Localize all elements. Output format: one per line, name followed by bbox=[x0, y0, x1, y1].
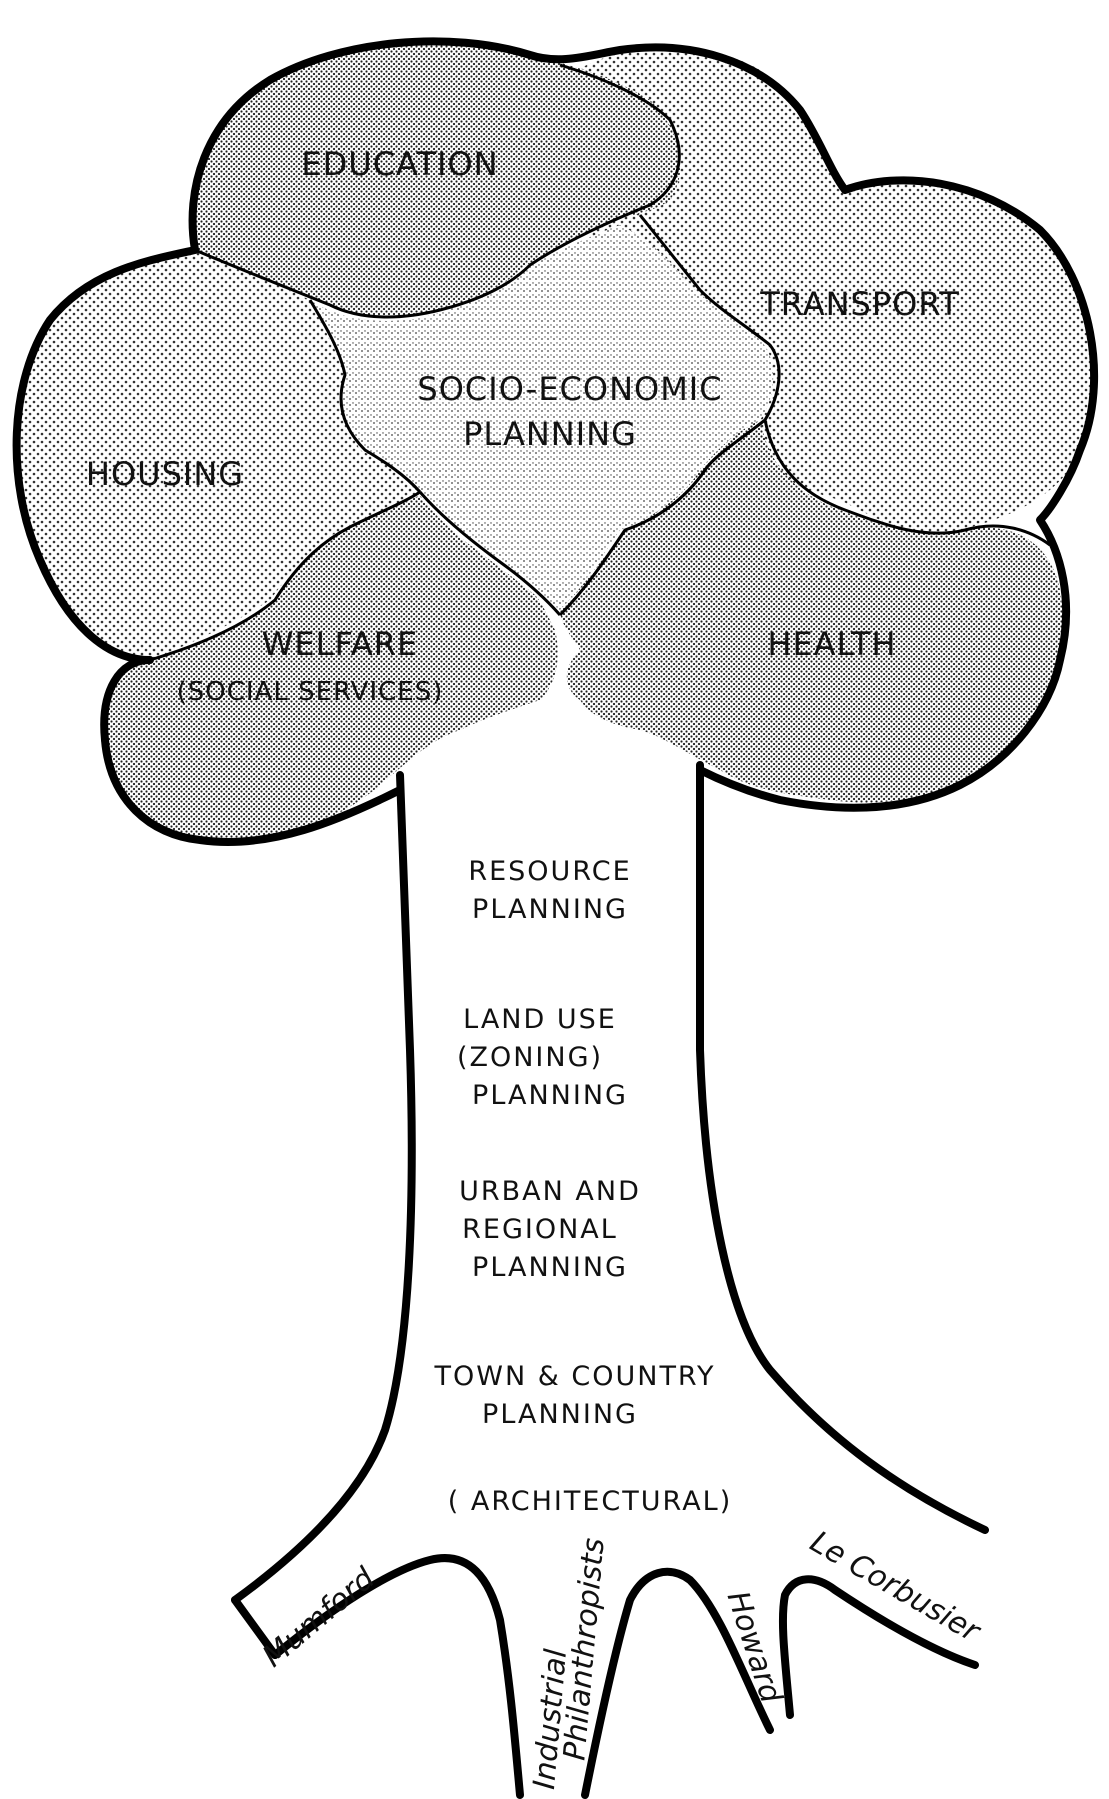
label-housing: HOUSING bbox=[86, 455, 244, 493]
label-health: HEALTH bbox=[767, 625, 896, 663]
label-urban-1: URBAN AND bbox=[459, 1176, 641, 1207]
label-landuse-1: LAND USE bbox=[463, 1004, 617, 1035]
canopy-region-health bbox=[560, 420, 1063, 803]
label-philanthropists: Philanthropists bbox=[557, 1537, 611, 1762]
label-landuse-2: (ZONING) bbox=[457, 1042, 603, 1073]
label-welfare-1: WELFARE bbox=[262, 625, 419, 663]
canopy-region-socio-economic bbox=[310, 225, 774, 610]
label-town-1: TOWN & COUNTRY bbox=[434, 1361, 716, 1392]
label-urban-2: REGIONAL bbox=[462, 1214, 618, 1245]
boundary-welfare-socio bbox=[418, 491, 562, 616]
trunk bbox=[231, 761, 989, 1799]
boundary-transport-health bbox=[763, 419, 1051, 547]
canopy-outline-left-bottom bbox=[101, 736, 404, 846]
boundary-socio-transport bbox=[638, 214, 781, 421]
canopy-region-housing bbox=[16, 250, 421, 660]
label-resource-2: PLANNING bbox=[472, 894, 628, 925]
root-gap-howard-lecorbusier bbox=[778, 1575, 979, 1719]
label-socio-economic-1: SOCIO-ECONOMIC bbox=[417, 370, 722, 408]
boundary-socio-health bbox=[558, 418, 766, 617]
label-mumford: Mumford bbox=[256, 1561, 382, 1675]
root-gap-industrial-howard bbox=[581, 1567, 774, 1799]
trunk-labels: RESOURCE PLANNING LAND USE (ZONING) PLAN… bbox=[434, 856, 733, 1517]
boundary-education-socio bbox=[194, 63, 681, 319]
label-architectural: ( ARCHITECTURAL) bbox=[448, 1486, 733, 1517]
label-landuse-3: PLANNING bbox=[472, 1080, 628, 1111]
label-town-2: PLANNING bbox=[482, 1399, 638, 1430]
canopy-region-transport bbox=[560, 46, 1095, 535]
canopy-region-welfare bbox=[104, 495, 558, 842]
canopy-outline bbox=[12, 37, 1099, 812]
root-edge-mumford-bottom bbox=[231, 1596, 279, 1659]
label-education: EDUCATION bbox=[301, 145, 498, 183]
trunk-left-edge bbox=[231, 771, 416, 1604]
canopy-labels: EDUCATION TRANSPORT SOCIO-ECONOMIC PLANN… bbox=[86, 145, 960, 707]
label-socio-economic-2: PLANNING bbox=[463, 415, 637, 453]
trunk-right-edge bbox=[696, 761, 989, 1534]
root-gap-mumford-industrial bbox=[271, 1554, 524, 1799]
label-urban-3: PLANNING bbox=[472, 1252, 628, 1283]
label-transport: TRANSPORT bbox=[759, 285, 960, 323]
canopy bbox=[12, 37, 1099, 846]
boundary-housing-welfare bbox=[149, 490, 421, 662]
label-resource-1: RESOURCE bbox=[468, 856, 631, 887]
canopy-region-education bbox=[192, 41, 681, 317]
root-labels: Mumford Industrial Philanthropists Howar… bbox=[256, 1524, 987, 1790]
label-welfare-2: (SOCIAL SERVICES) bbox=[177, 677, 444, 707]
boundary-housing-socio bbox=[308, 299, 422, 493]
